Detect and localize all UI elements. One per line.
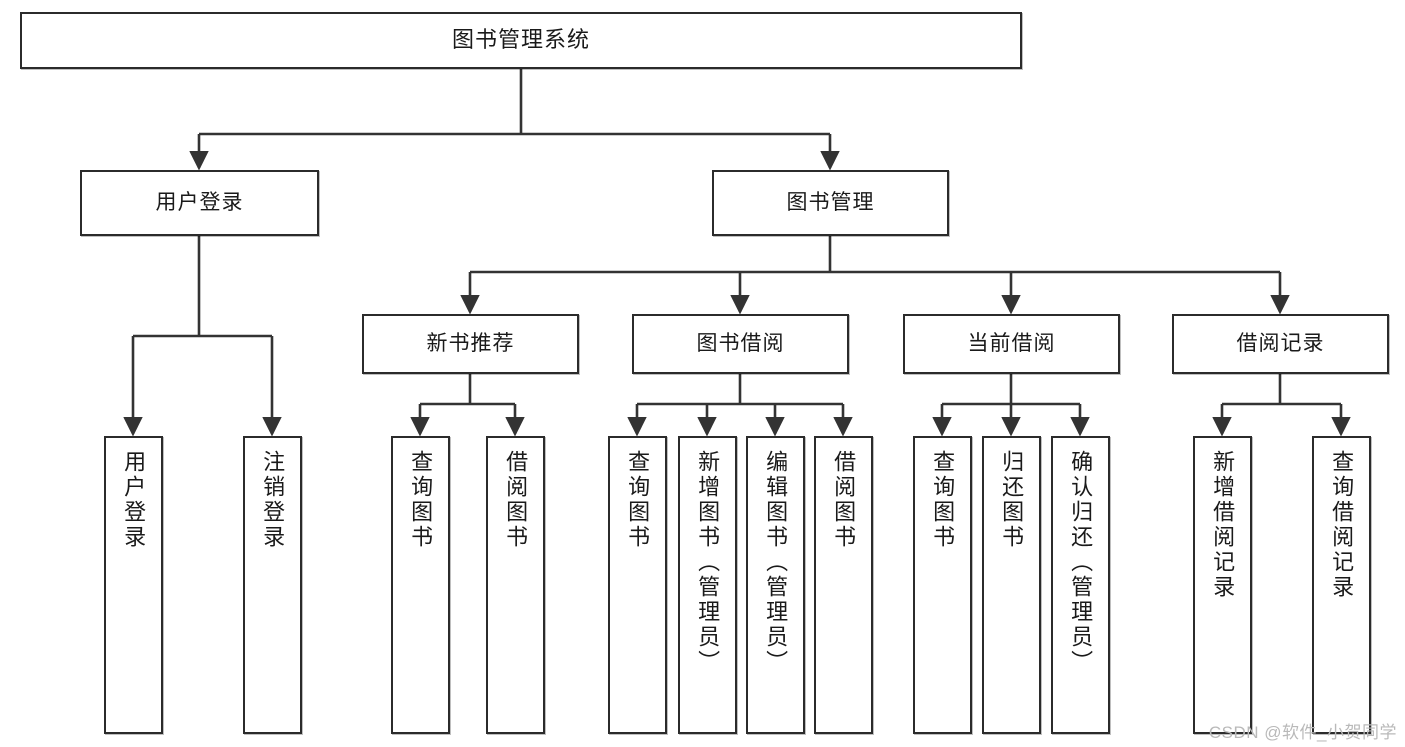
node-book-manage[interactable]: 图书管理 (712, 170, 949, 236)
node-leaf-query-book-3[interactable]: 查询图书 (913, 436, 972, 734)
node-label: 归还图书 (999, 450, 1025, 550)
node-label: 查询图书 (930, 450, 956, 550)
node-label: 查询借阅记录 (1329, 450, 1355, 600)
node-leaf-add-record[interactable]: 新增借阅记录 (1193, 436, 1252, 734)
node-leaf-add-book[interactable]: 新增图书（管理员） (678, 436, 737, 734)
node-label: 图书管理系统 (451, 27, 590, 53)
node-label: 图书借阅 (696, 332, 785, 356)
node-label: 新增图书（管理员） (695, 450, 721, 675)
node-leaf-user-login[interactable]: 用户登录 (104, 436, 163, 734)
node-leaf-borrow-book-2[interactable]: 借阅图书 (814, 436, 873, 734)
node-label: 当前借阅 (967, 332, 1056, 356)
node-leaf-query-book-1[interactable]: 查询图书 (391, 436, 450, 734)
node-label: 借阅记录 (1236, 332, 1325, 356)
node-leaf-confirm-return[interactable]: 确认归还（管理员） (1051, 436, 1110, 734)
node-leaf-borrow-book-1[interactable]: 借阅图书 (486, 436, 545, 734)
node-leaf-edit-book[interactable]: 编辑图书（管理员） (746, 436, 805, 734)
node-current-borrow[interactable]: 当前借阅 (903, 314, 1120, 374)
node-label: 查询图书 (408, 450, 434, 550)
node-label: 借阅图书 (831, 450, 857, 550)
node-book-borrow[interactable]: 图书借阅 (632, 314, 849, 374)
node-label: 注销登录 (260, 450, 286, 550)
node-label: 图书管理 (786, 191, 875, 215)
node-new-book-rec[interactable]: 新书推荐 (362, 314, 579, 374)
node-borrow-record[interactable]: 借阅记录 (1172, 314, 1389, 374)
node-leaf-query-record[interactable]: 查询借阅记录 (1312, 436, 1371, 734)
node-label: 新增借阅记录 (1210, 450, 1236, 600)
node-leaf-logout[interactable]: 注销登录 (243, 436, 302, 734)
node-user-login[interactable]: 用户登录 (80, 170, 319, 236)
node-label: 查询图书 (625, 450, 651, 550)
node-label: 用户登录 (121, 450, 147, 550)
node-label: 借阅图书 (503, 450, 529, 550)
node-leaf-query-book-2[interactable]: 查询图书 (608, 436, 667, 734)
node-root-system[interactable]: 图书管理系统 (20, 12, 1022, 69)
node-label: 确认归还（管理员） (1068, 450, 1094, 675)
node-label: 新书推荐 (426, 332, 515, 356)
node-leaf-return-book[interactable]: 归还图书 (982, 436, 1041, 734)
node-label: 编辑图书（管理员） (763, 450, 789, 675)
node-label: 用户登录 (155, 191, 244, 215)
